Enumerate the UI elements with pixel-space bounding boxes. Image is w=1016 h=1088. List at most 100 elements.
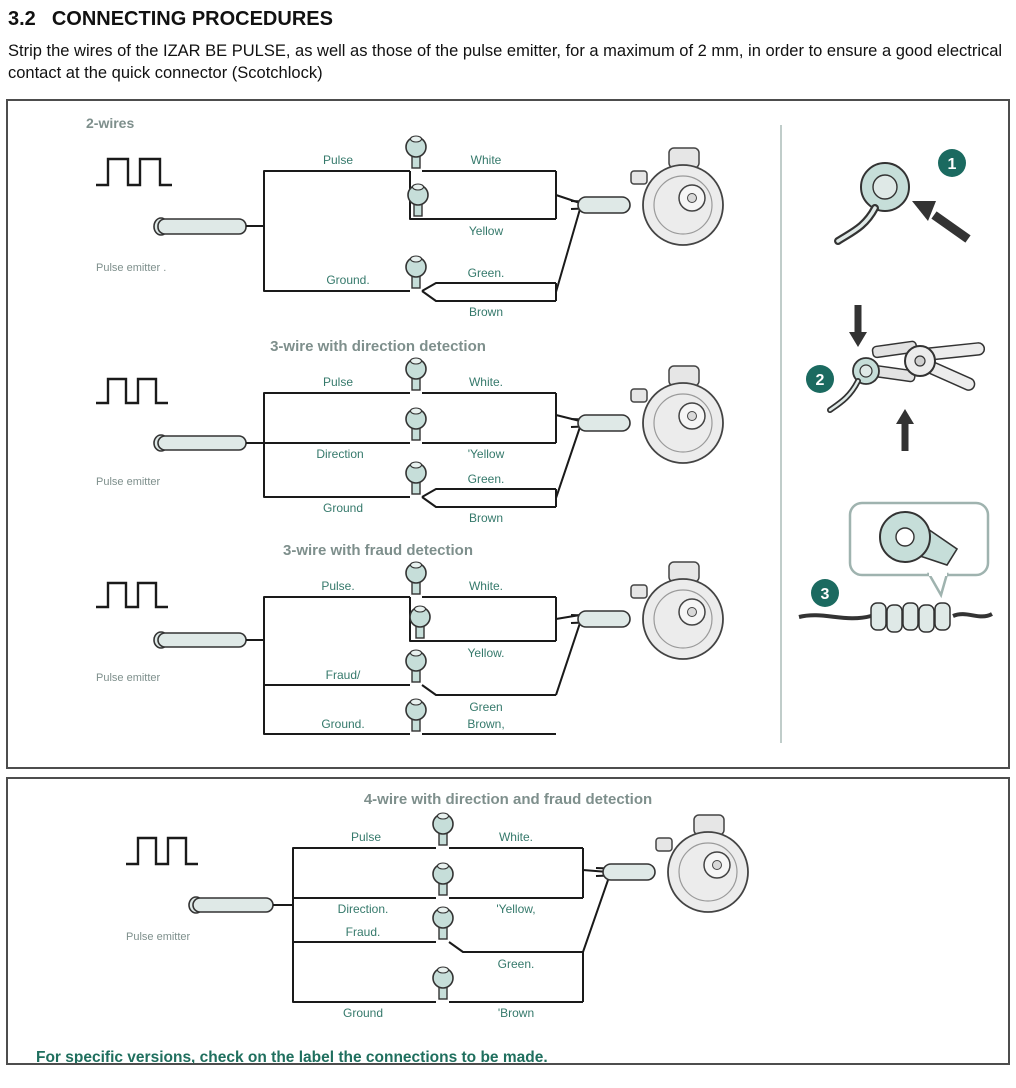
wrapped-cable-icon: [798, 601, 993, 633]
tape-roll-icon: [879, 510, 959, 566]
wire-color-label-yellow: Yellow.: [468, 646, 505, 660]
wiring-loop: [263, 169, 556, 292]
wiring-loop: [263, 391, 556, 498]
pulse-emitter-probe: [188, 895, 274, 914]
meter-connector-illustration: [570, 560, 724, 660]
emitter-label: Pulse emitter: [96, 672, 161, 684]
meter-connector-illustration: [595, 813, 749, 913]
diagrams-column: 2-wires Pulse emitter . Pulse White Yell: [8, 101, 780, 767]
intro-paragraph: Strip the wires of the IZAR BE PULSE, as…: [8, 42, 1003, 82]
scotchlock-connector: [405, 460, 427, 495]
step-number: 3: [821, 586, 830, 603]
diagram-3wire-fraud-heading: 3-wire with fraud detection: [282, 541, 474, 559]
diagram-2-wires: Pulse emitter . Pulse White Yellow Groun…: [96, 134, 724, 319]
wire-label-direction: Direction: [316, 447, 363, 461]
scotchlock-connector: [405, 134, 427, 169]
diagram-3-wire-fraud: Pulse emitter Pulse. White. Yellow. Frau…: [96, 560, 724, 735]
crimp-arrow-up-icon: [896, 408, 914, 451]
wire-label-ground: Ground.: [326, 273, 369, 287]
wiring-diagrams-frame: 2-wires Pulse emitter . Pulse White Yell: [6, 98, 1010, 769]
wire-color-label-yellow: 'Yellow: [468, 447, 505, 461]
wire-label-pulse: Pulse: [351, 830, 381, 844]
bundle-wires: [555, 170, 581, 301]
diagram-4-wire: Pulse emitter Pulse White. Direction. 'Y…: [126, 811, 749, 1020]
scotchlock-connector: [409, 604, 431, 639]
ground-fan-wires: [421, 281, 556, 302]
scotchlock-connector: [432, 965, 454, 1000]
pulse-wave-icon: [96, 377, 168, 404]
step-number: 1: [948, 156, 957, 173]
wire-color-label-brown: Brown: [469, 511, 503, 525]
scotchlock-connector: [432, 861, 454, 896]
wire-label-direction: Direction.: [338, 902, 389, 916]
scotchlock-connector: [405, 356, 427, 391]
four-wire-frame: 4-wire with direction and fraud detectio…: [6, 776, 1010, 1065]
wire-label-fraud: Fraud.: [346, 925, 381, 939]
insert-arrow-icon: [912, 200, 971, 243]
step-1-illustration: 1: [834, 148, 971, 245]
wire-label-pulse: Pulse: [323, 375, 353, 389]
step-badge-1: 1: [938, 148, 966, 177]
scotchlock-connector: [432, 811, 454, 846]
scotchlock-connector: [405, 648, 427, 683]
wire-color-label-green: Green.: [468, 266, 505, 280]
page-title: 3.2 CONNECTING PROCEDURES: [8, 8, 1010, 31]
wire-label-ground: Ground: [323, 501, 363, 515]
pulse-emitter-probe: [153, 433, 247, 452]
wiring-loop: [292, 846, 583, 1003]
step-badge-3: 3: [811, 578, 839, 607]
fraud-fan-wire: [421, 683, 556, 696]
diagram-2wire-title: 2-wires: [86, 114, 135, 131]
meter-connector-illustration: [570, 364, 724, 464]
scotchlock-connector-icon: [827, 356, 880, 413]
meter-connector-illustration: [570, 146, 724, 246]
wire-color-label-green: Green.: [498, 957, 535, 971]
diagram-4wire-heading: 4-wire with direction and fraud detectio…: [363, 790, 653, 808]
bundle-wires: [582, 847, 609, 1002]
wire-label-pulse: Pulse.: [321, 579, 354, 593]
installation-steps-panel: 1: [780, 124, 1008, 743]
scotchlock-connector: [405, 697, 427, 732]
pulse-wave-icon: [96, 581, 168, 608]
step-2-illustration: 2: [806, 304, 986, 451]
specific-versions-note: For specific versions, check on the labe…: [36, 1048, 548, 1065]
cable-icon: [834, 203, 879, 245]
wire-label-ground: Ground: [343, 1006, 383, 1020]
wire-color-label-white: White.: [469, 579, 503, 593]
diagram-3-wire-direction: Pulse emitter Pulse White. Direction 'Ye…: [96, 356, 724, 525]
crimp-arrow-down-icon: [849, 304, 867, 347]
pulse-emitter-probe: [153, 216, 247, 236]
section-title-text: CONNECTING PROCEDURES: [51, 8, 333, 30]
wire-color-label-white: White.: [499, 830, 533, 844]
wire-color-label-green: Green: [469, 700, 502, 714]
wire-color-label-white: White.: [469, 375, 503, 389]
wire-color-label-brown: Brown: [469, 305, 503, 319]
step-number: 2: [816, 372, 825, 389]
pulse-wave-icon: [96, 157, 172, 186]
emitter-label: Pulse emitter: [96, 476, 161, 488]
wire-color-label-yellow: Yellow: [469, 224, 504, 238]
emitter-label: Pulse emitter: [126, 931, 191, 943]
bundle-wires: [555, 596, 581, 695]
wire-color-label-white: White: [471, 153, 502, 167]
pliers-icon: [870, 340, 986, 391]
pulse-emitter-probe: [153, 630, 247, 649]
wire-label-fraud: Fraud/: [326, 668, 361, 682]
pulse-wave-icon: [126, 836, 198, 865]
wire-color-label-green: Green.: [468, 472, 505, 486]
diagram-3wire-direction-heading: 3-wire with direction detection: [270, 337, 486, 355]
wiring-loop: [263, 595, 556, 735]
scotchlock-connector: [405, 254, 427, 289]
wire-label-ground: Ground.: [321, 717, 364, 731]
ground-fan-wires: [421, 487, 556, 508]
bundle-wires: [555, 392, 581, 507]
scotchlock-connector: [432, 905, 454, 940]
fraud-fan-wire: [448, 940, 583, 953]
wire-color-label-brown: Brown,: [467, 717, 504, 731]
scotchlock-connector: [405, 560, 427, 595]
scotchlock-connector-icon: [860, 161, 910, 212]
wire-color-label-yellow: 'Yellow,: [496, 902, 535, 916]
scotchlock-connector: [405, 406, 427, 441]
section-number: 3.2: [8, 8, 36, 30]
step-3-illustration: 3: [798, 501, 993, 633]
